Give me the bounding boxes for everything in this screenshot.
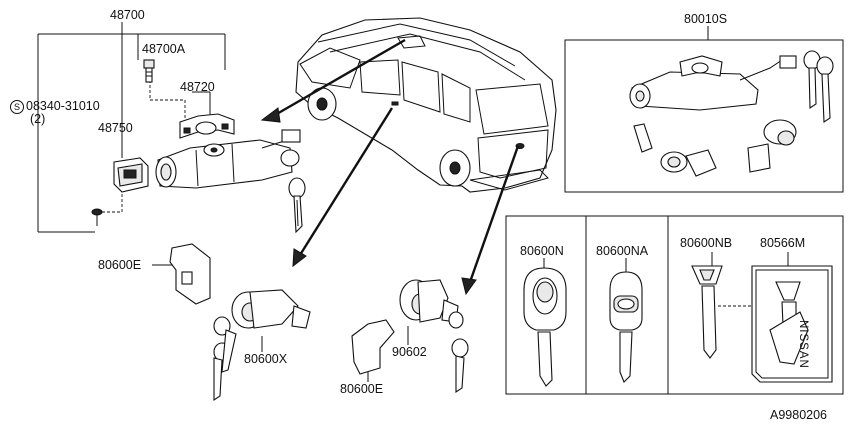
- left-retainer: [169, 243, 211, 305]
- car-illustration: [295, 17, 557, 193]
- label-80010s: 80010S: [684, 12, 728, 26]
- steering-lock-clamp: [179, 113, 235, 139]
- ignition-key: [280, 149, 306, 234]
- kit-door-cylinders: [633, 119, 797, 177]
- keys-panel: [505, 215, 844, 395]
- label-80600e-left: 80600E: [98, 258, 142, 272]
- kit-keys: [803, 50, 834, 124]
- label-80600x: 80600X: [244, 352, 288, 366]
- label-90602: 90602: [392, 345, 427, 359]
- label-80566m: 80566M: [760, 236, 806, 250]
- right-retainer: [351, 319, 395, 375]
- label-48700: 48700: [110, 8, 145, 22]
- steering-lock-body: [155, 129, 301, 189]
- screw-quantity: (2): [30, 112, 46, 126]
- kit-box: [564, 39, 844, 193]
- screw-part-number: 08340-31010: [26, 99, 100, 113]
- right-door-cylinder: [399, 279, 469, 394]
- diagram-id: A9980206: [770, 408, 828, 422]
- mounting-screw: [91, 208, 103, 226]
- label-80600e-right: 80600E: [340, 382, 384, 396]
- card-brand-text: NISSAN: [797, 320, 809, 369]
- label-48750: 48750: [98, 121, 133, 135]
- callout-arrows: [260, 38, 520, 296]
- label-48720: 48720: [180, 80, 215, 94]
- ignition-leader-lines: [37, 22, 226, 233]
- label-80600na: 80600NA: [596, 244, 649, 258]
- label-80600nb: 80600NB: [680, 236, 733, 250]
- key-80600nb: [691, 265, 723, 359]
- label-48700a: 48700A: [142, 42, 186, 56]
- left-door-cylinder: [213, 289, 311, 402]
- ignition-switch: [113, 157, 149, 193]
- screw-circle-s-icon: S: [10, 100, 24, 114]
- key-80600n: [523, 267, 567, 387]
- shear-bolt: [143, 59, 155, 83]
- key-card-80566m: [751, 265, 833, 383]
- key-80600na: [609, 271, 643, 383]
- label-80600n: 80600N: [520, 244, 564, 258]
- kit-ignition-lock: [629, 55, 797, 111]
